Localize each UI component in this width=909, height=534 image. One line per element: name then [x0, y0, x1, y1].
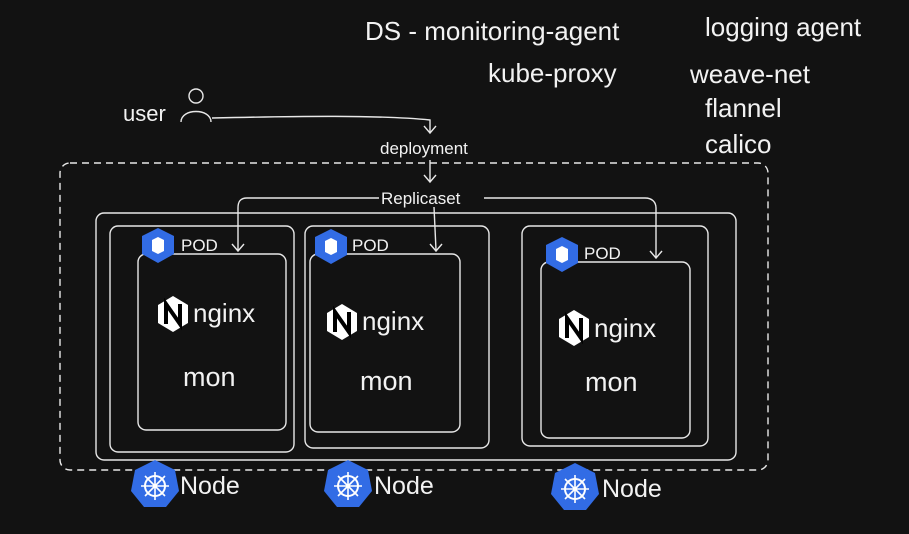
deployment-label: deployment: [380, 139, 468, 158]
node-2-label: Node: [374, 472, 434, 500]
kubernetes-helm-icon: [551, 463, 599, 510]
pod-3-container-label: mon: [585, 367, 638, 397]
replicaset-arrows: [231, 197, 663, 260]
pod-1-box: [137, 253, 287, 431]
kube-proxy-label: kube-proxy: [488, 58, 617, 88]
cluster-boundary: [59, 162, 769, 471]
pod-2-label: POD: [352, 236, 389, 255]
logging-agent-label: logging agent: [705, 12, 862, 42]
replicaset-box: [95, 212, 737, 461]
node-3: POD nginx mon Node: [521, 225, 709, 510]
node-2-box: [304, 225, 490, 449]
replicaset-label: Replicaset: [381, 189, 461, 208]
node-1-label: Node: [180, 472, 240, 500]
cni-flannel-label: flannel: [705, 93, 782, 123]
cni-weave-net-label: weave-net: [689, 59, 811, 89]
pod-3-label: POD: [584, 244, 621, 263]
user-to-deployment-arrow: [211, 115, 437, 135]
daemonset-label: DS - monitoring-agent: [365, 16, 620, 46]
kubernetes-helm-icon: [324, 460, 372, 507]
node-1-box: [109, 225, 295, 453]
pod-cube-icon: [546, 237, 578, 272]
node-3-label: Node: [602, 475, 662, 503]
node-3-box: [521, 225, 709, 447]
pod-2-app-label: nginx: [362, 306, 424, 336]
nginx-logo-icon: [327, 304, 357, 340]
pod-1-app-label: nginx: [193, 298, 255, 328]
kubernetes-helm-icon: [131, 460, 179, 507]
pod-3-app-label: nginx: [594, 313, 656, 343]
user-icon: [180, 88, 212, 123]
pod-cube-icon: [315, 229, 347, 264]
pod-1-container-label: mon: [183, 362, 236, 392]
pod-2-box: [309, 253, 461, 433]
pod-3-box: [540, 261, 691, 439]
pod-cube-icon: [142, 228, 174, 263]
pod-2-container-label: mon: [360, 366, 413, 396]
user-label: user: [123, 101, 166, 126]
nginx-logo-icon: [158, 296, 188, 332]
nginx-logo-icon: [559, 310, 589, 346]
cni-calico-label: calico: [705, 129, 771, 159]
node-1: POD nginx mon Node: [109, 225, 295, 507]
pod-1-label: POD: [181, 236, 218, 255]
node-2: POD nginx mon Node: [304, 225, 490, 507]
